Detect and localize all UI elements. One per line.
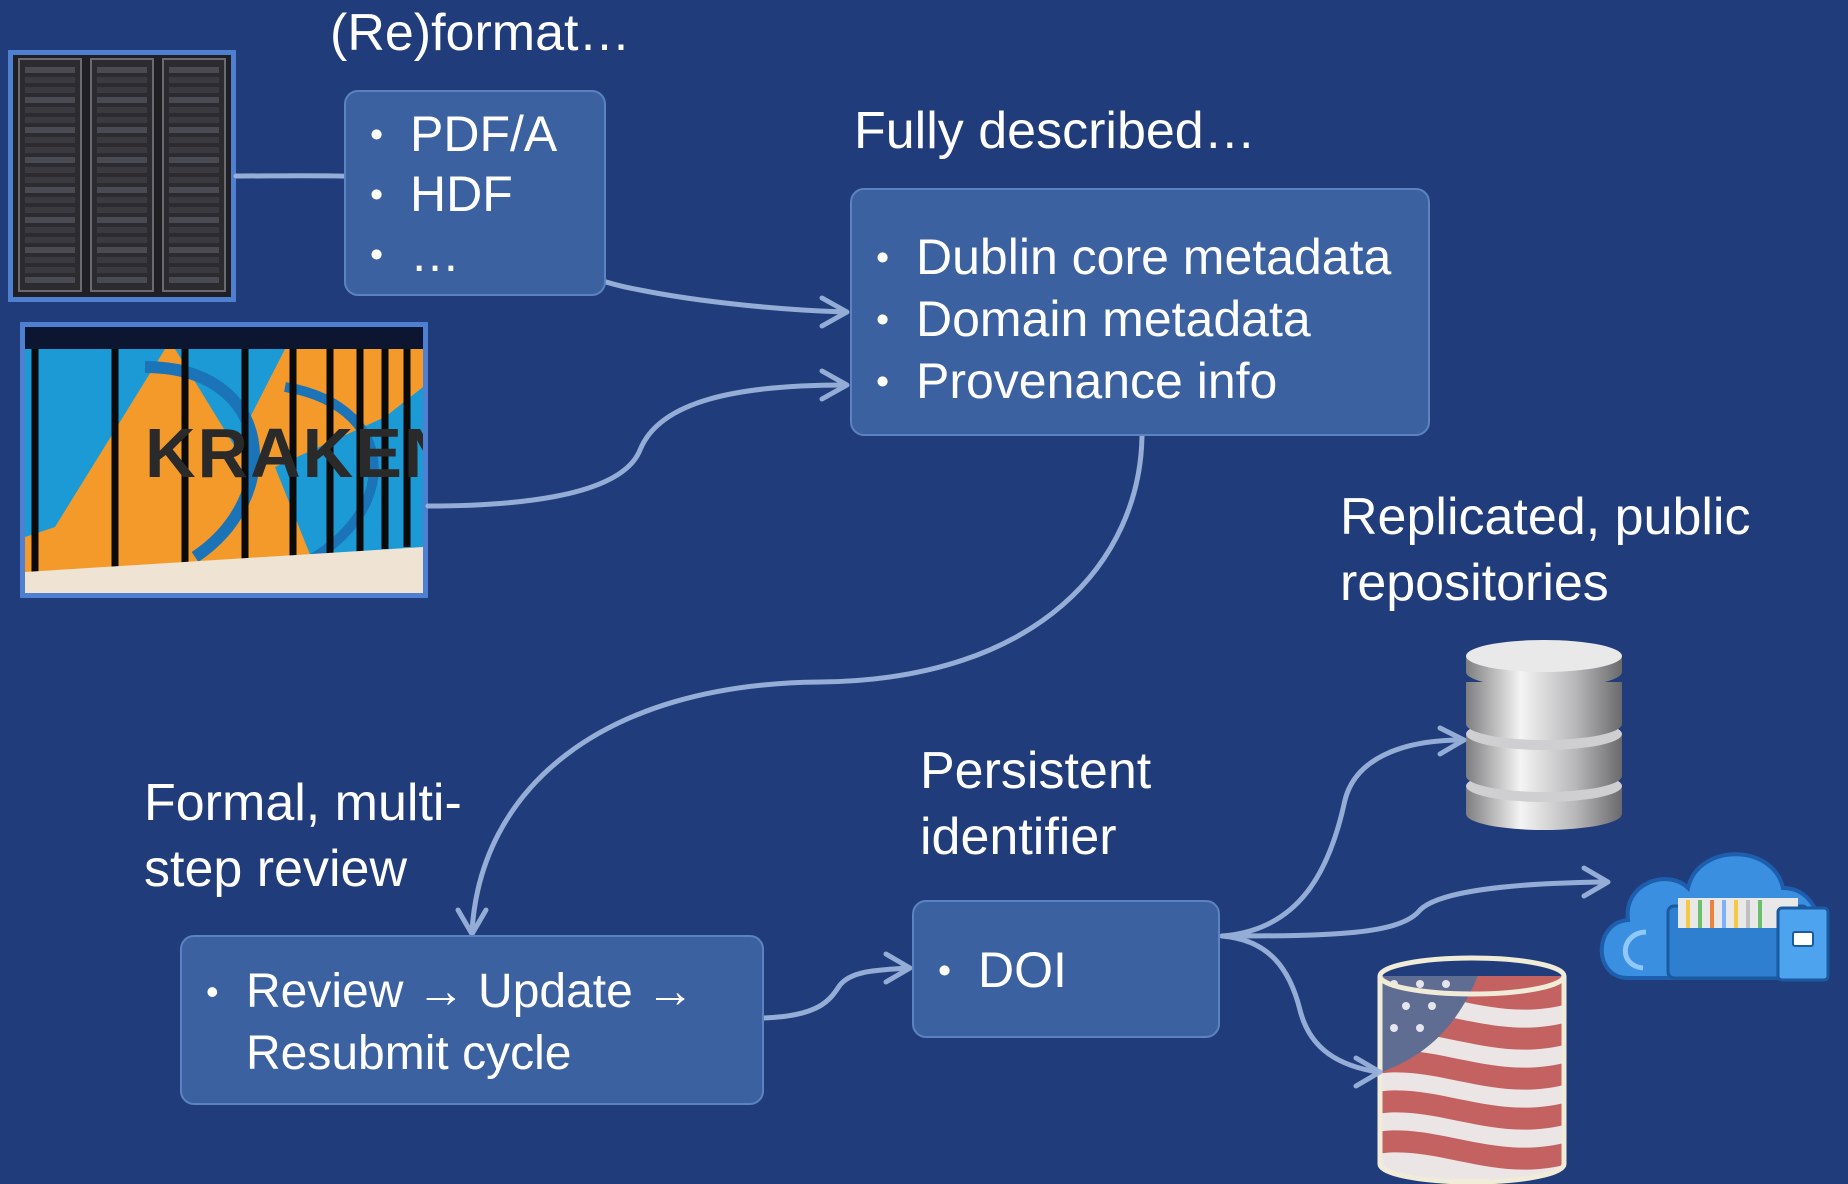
format-item: HDF: [370, 164, 604, 224]
format-item: …: [370, 224, 604, 284]
kraken-supercomputer-image: KRAKEN: [20, 322, 428, 598]
review-heading-line: Formal, multi-: [144, 774, 462, 832]
replicated-heading-line: Replicated, public: [1340, 488, 1751, 546]
arrow-metadata-to-review: [469, 433, 1145, 935]
review-item: Review → Update → Resubmit cycle: [206, 961, 762, 1085]
arrow-doi-to-cloud: [1219, 879, 1609, 939]
arrow-kraken-to-metadata: [425, 382, 848, 509]
review-heading-line: step review: [144, 840, 407, 898]
persistent-identifier-heading: Persistent identifier: [920, 738, 1151, 870]
doi-item: DOI: [938, 940, 1218, 1000]
server-rack-icon: [13, 55, 231, 297]
kraken-logo-text: KRAKEN: [145, 414, 423, 492]
cloud-storage-icon: [1599, 852, 1830, 982]
doi-box: DOI: [912, 900, 1220, 1038]
replicated-heading: Replicated, public repositories: [1340, 484, 1750, 616]
flag-archive-icon: [1377, 955, 1567, 1184]
metadata-item: Domain metadata: [876, 288, 1428, 350]
metadata-item: Dublin core metadata: [876, 226, 1428, 288]
persistent-heading-line: Persistent: [920, 742, 1152, 800]
review-cycle-box: Review → Update → Resubmit cycle: [180, 935, 764, 1105]
metadata-list-box: Dublin core metadata Domain metadata Pro…: [850, 188, 1430, 436]
arrow-review-to-doi: [761, 965, 911, 1021]
persistent-heading-line: identifier: [920, 808, 1117, 866]
server-rack-image: [8, 50, 236, 302]
arrow-doi-to-database: [1219, 737, 1465, 939]
arrow-doi-to-flag: [1219, 933, 1381, 1075]
database-icon: [1466, 640, 1622, 830]
metadata-item: Provenance info: [876, 350, 1428, 412]
format-item: PDF/A: [370, 104, 604, 164]
format-list-box: PDF/A HDF …: [344, 90, 606, 296]
fully-described-heading: Fully described…: [854, 102, 1256, 160]
replicated-heading-line: repositories: [1340, 554, 1609, 612]
reformat-heading: (Re)format…: [330, 4, 631, 62]
review-heading: Formal, multi- step review: [144, 770, 462, 902]
